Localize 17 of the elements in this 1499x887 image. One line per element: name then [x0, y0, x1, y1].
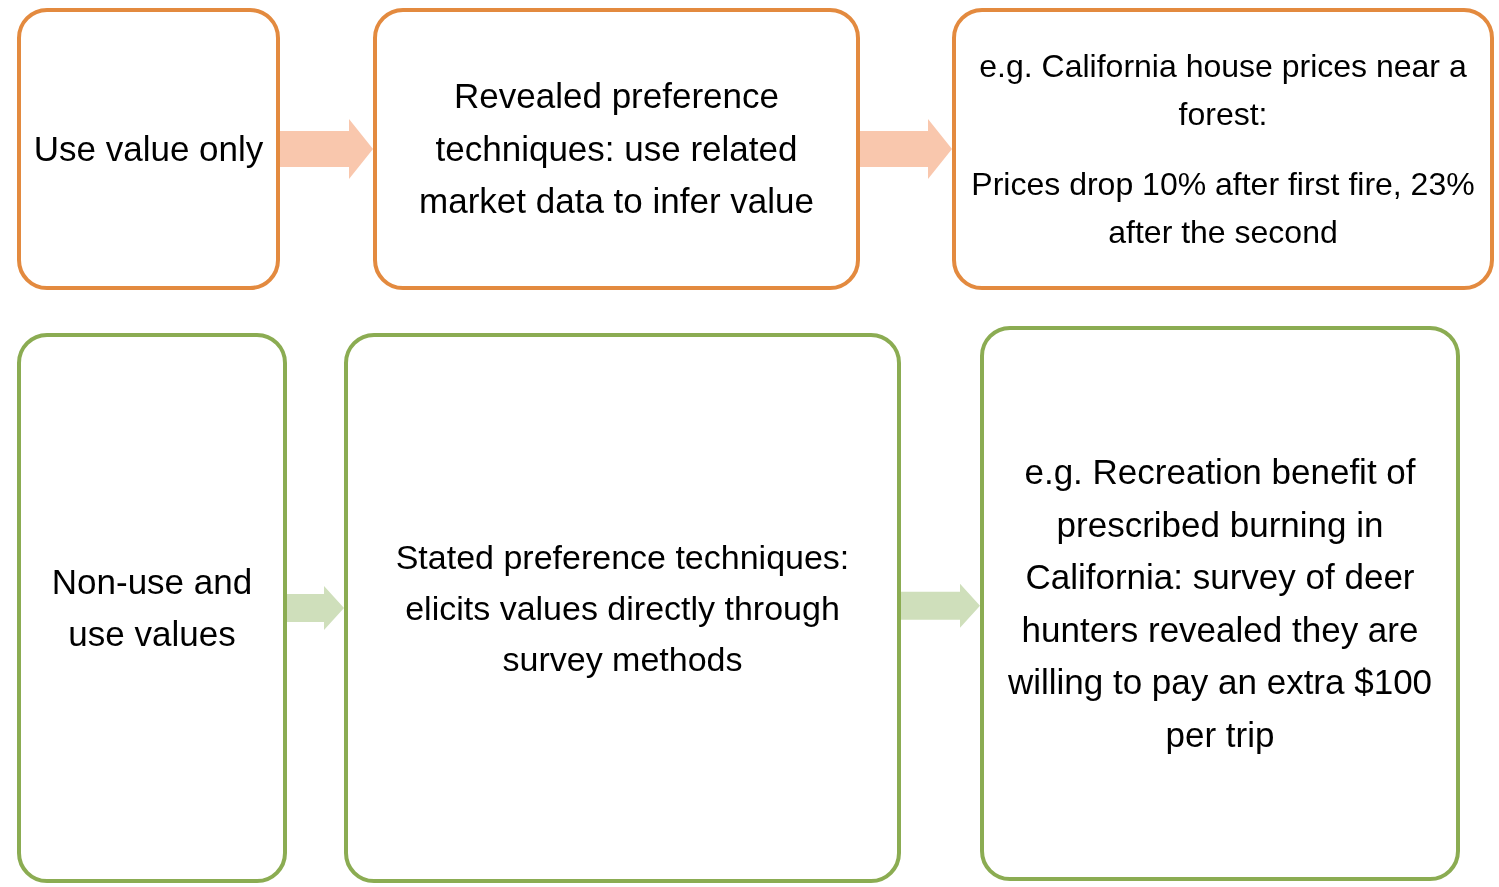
block-arrow [287, 586, 344, 630]
rounded-box [373, 8, 860, 290]
box-text: Revealed preference techniques: use related market data to infer value [418, 75, 815, 223]
box-text: Use value only [33, 127, 264, 170]
rounded-box [980, 326, 1460, 881]
rounded-box [17, 333, 287, 883]
rounded-box [344, 333, 901, 883]
box-text: Stated preference techniques: elicits values directly through survey methods [394, 536, 851, 680]
box-text: Prices drop 10% after first fire, 23% after the second [970, 165, 1476, 252]
rounded-box [952, 8, 1494, 290]
block-arrow [280, 119, 373, 179]
block-arrow [860, 119, 952, 179]
rounded-box [17, 8, 280, 290]
box-text: e.g. California house prices near a forest: [978, 47, 1468, 134]
box-text: e.g. Recreation benefit of prescribed burning in California: survey of deer hunters revealed they are willing to pay an extra $100 per trip [1006, 451, 1434, 756]
box-text: Non-use and use values [50, 560, 254, 655]
block-arrow [901, 583, 980, 628]
